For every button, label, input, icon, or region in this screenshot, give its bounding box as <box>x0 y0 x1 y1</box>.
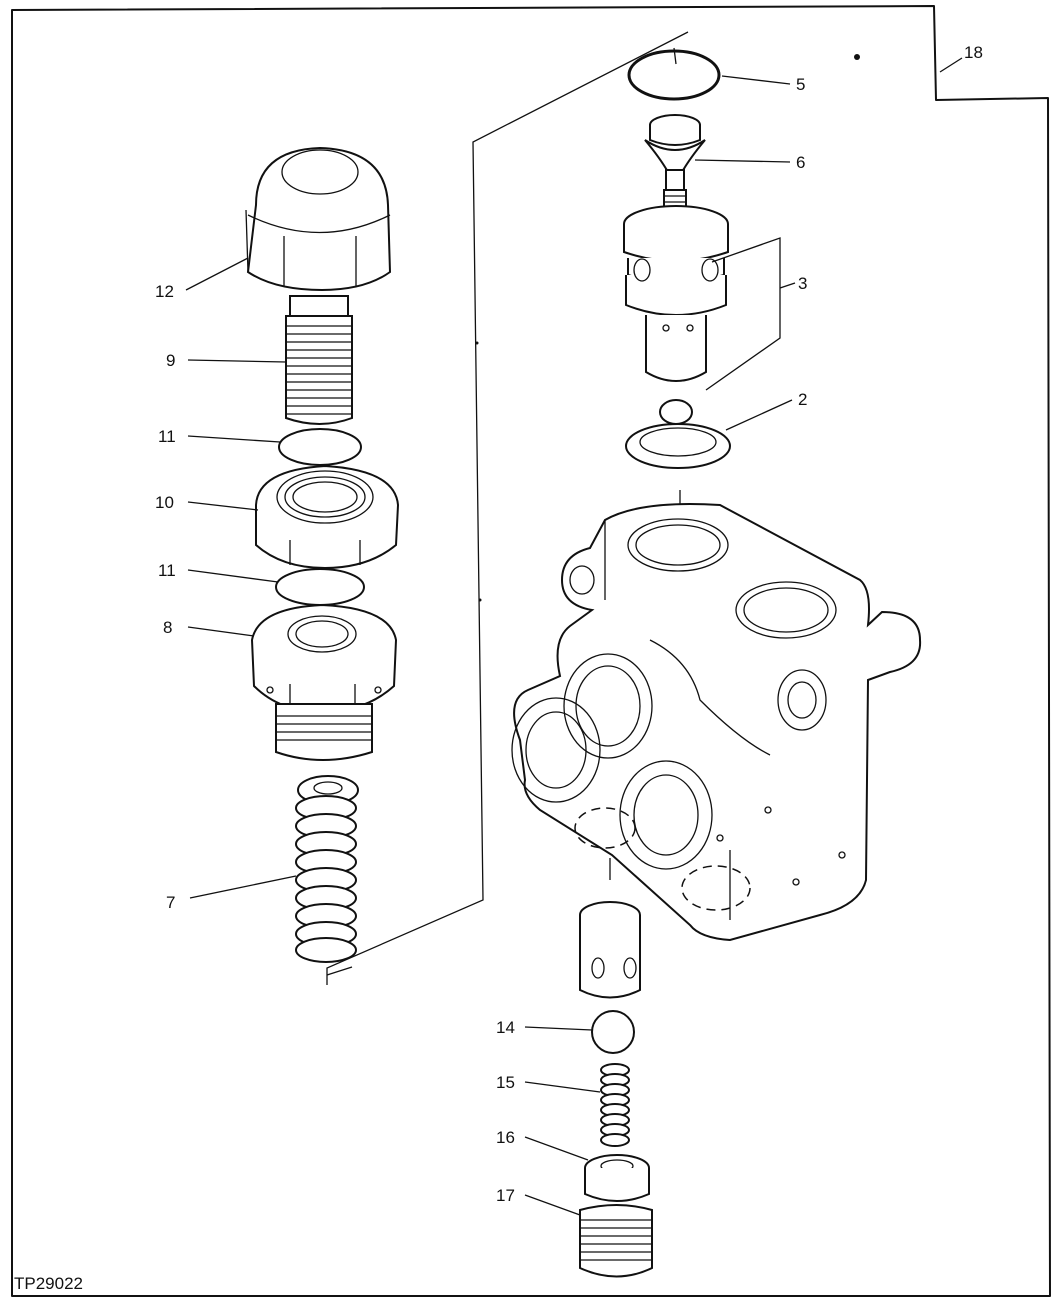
valve-housing <box>511 503 922 942</box>
callout-6: 6 <box>796 153 805 172</box>
callout-14: 14 <box>496 1018 515 1037</box>
spring-part-15 <box>600 1063 630 1147</box>
adapter-body-part-8 <box>250 603 398 761</box>
callout-17: 17 <box>496 1186 515 1205</box>
seat-ring-part-2 <box>625 399 731 469</box>
poppet-part-6 <box>644 114 706 213</box>
callout-3: 3 <box>798 274 807 293</box>
o-ring-part-11-upper <box>278 428 362 466</box>
assembly-boundary <box>326 31 689 985</box>
callout-8: 8 <box>163 618 172 637</box>
callout-9: 9 <box>166 351 175 370</box>
spacer-part-16 <box>584 1154 650 1202</box>
adjusting-screw-part-9 <box>285 295 353 425</box>
valve-sleeve-part-3 <box>623 205 729 382</box>
snap-ring-part-5 <box>627 47 721 101</box>
callout-7: 7 <box>166 893 175 912</box>
callout-5: 5 <box>796 75 805 94</box>
ball-part-14 <box>591 1010 635 1054</box>
callout-15: 15 <box>496 1073 515 1092</box>
page-frame <box>11 5 1051 1297</box>
callout-bracket-part-3 <box>705 237 781 391</box>
callout-2: 2 <box>798 390 807 409</box>
callout-labels: 18 5 6 3 2 12 9 11 10 11 8 7 14 15 16 17 <box>155 43 983 1205</box>
plug-part-17 <box>579 1204 653 1278</box>
spring-part-7 <box>295 775 359 963</box>
callout-10: 10 <box>155 493 174 512</box>
check-sleeve <box>579 901 641 999</box>
callout-11-lower: 11 <box>158 561 176 580</box>
leader-lines <box>185 57 963 1216</box>
o-ring-part-11-lower <box>275 568 365 606</box>
callout-18: 18 <box>964 43 983 62</box>
callout-11-upper: 11 <box>158 427 176 446</box>
scan-dots <box>475 54 860 602</box>
cap-nut-part-12 <box>245 146 392 292</box>
callout-12: 12 <box>155 282 174 301</box>
callout-16: 16 <box>496 1128 515 1147</box>
lock-nut-part-10 <box>255 464 400 570</box>
figure-id: TP29022 <box>14 1274 83 1293</box>
